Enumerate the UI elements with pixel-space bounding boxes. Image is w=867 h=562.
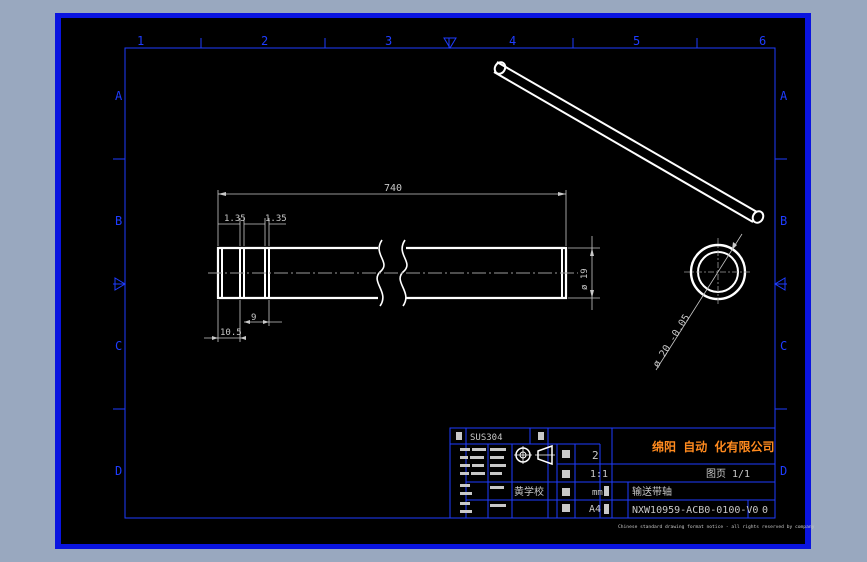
dimension-texts: 740 1.35 1.35 10.5 9 ø 19 — [220, 183, 590, 338]
iso-end-right — [751, 210, 765, 224]
iso-bottom-edge — [493, 71, 754, 223]
zone-col-1: 1 — [137, 34, 144, 48]
tb-unit: mm — [592, 488, 603, 498]
iso-top-edge — [496, 61, 758, 213]
zone-row-d-right: D — [780, 464, 787, 478]
zone-labels: 1 2 3 4 5 6 A B C D A B C D — [115, 34, 788, 478]
dim-groove-right: 1.35 — [265, 214, 287, 224]
dim-diameter: ø 19 — [580, 268, 590, 290]
shaft-isometric-view — [493, 61, 765, 224]
front-view-dimensions — [204, 190, 600, 342]
zone-col-6: 6 — [759, 34, 766, 48]
zone-row-c-left: C — [115, 339, 122, 353]
zone-col-2: 2 — [261, 34, 268, 48]
section-leader-line — [655, 233, 743, 371]
zone-row-b-left: B — [115, 214, 122, 228]
tb-scale: 1:1 — [590, 469, 608, 480]
center-mark-top — [443, 37, 457, 49]
zone-col-5: 5 — [633, 34, 640, 48]
dim-overall-length: 740 — [384, 183, 402, 194]
zone-row-d-left: D — [115, 464, 122, 478]
section-leader-arrow — [732, 242, 737, 250]
drawing-sheet — [61, 18, 805, 544]
tb-revision: 0 — [762, 505, 768, 516]
iso-end-left — [493, 61, 507, 75]
center-mark-right — [774, 277, 786, 291]
projection-symbol-icon — [514, 444, 555, 466]
tb-paper-size: A4 — [589, 504, 601, 515]
tb-material: SUS304 — [470, 433, 503, 443]
break-line-left — [376, 239, 385, 307]
zone-row-b-right: B — [780, 214, 787, 228]
break-line-right — [399, 239, 408, 307]
dim-groove-left: 1.35 — [224, 214, 246, 224]
dim-end-offset: 10.5 — [220, 328, 242, 338]
dimension-arrows — [212, 192, 594, 340]
dim-groove-spacing: 9 — [251, 313, 256, 323]
tb-designer: 黄学校 — [514, 485, 544, 498]
zone-col-4: 4 — [509, 34, 516, 48]
shaft-front-view — [208, 239, 578, 307]
zone-row-a-right: A — [780, 89, 788, 103]
title-block-texts: SUS304 2 1:1 mm A4 黄学校 绵阳 自动 化有限公司 图页 1/… — [470, 433, 815, 530]
tb-company: 绵阳 自动 化有限公司 — [652, 439, 774, 454]
tb-quantity: 2 — [592, 449, 599, 462]
tb-part-name: 输送带轴 — [632, 485, 672, 498]
center-mark-left — [114, 277, 126, 291]
tb-drawing-number: NXW10959-ACB0-0100-V0 — [632, 505, 758, 516]
small-print-block — [456, 432, 609, 514]
zone-row-c-right: C — [780, 339, 787, 353]
zone-row-a-left: A — [115, 89, 123, 103]
tb-sheet-info: 图页 1/1 — [706, 468, 750, 480]
zone-col-3: 3 — [385, 34, 392, 48]
tb-footer-note: Chinese standard drawing format notice -… — [618, 524, 815, 530]
title-block-grid — [449, 427, 776, 519]
